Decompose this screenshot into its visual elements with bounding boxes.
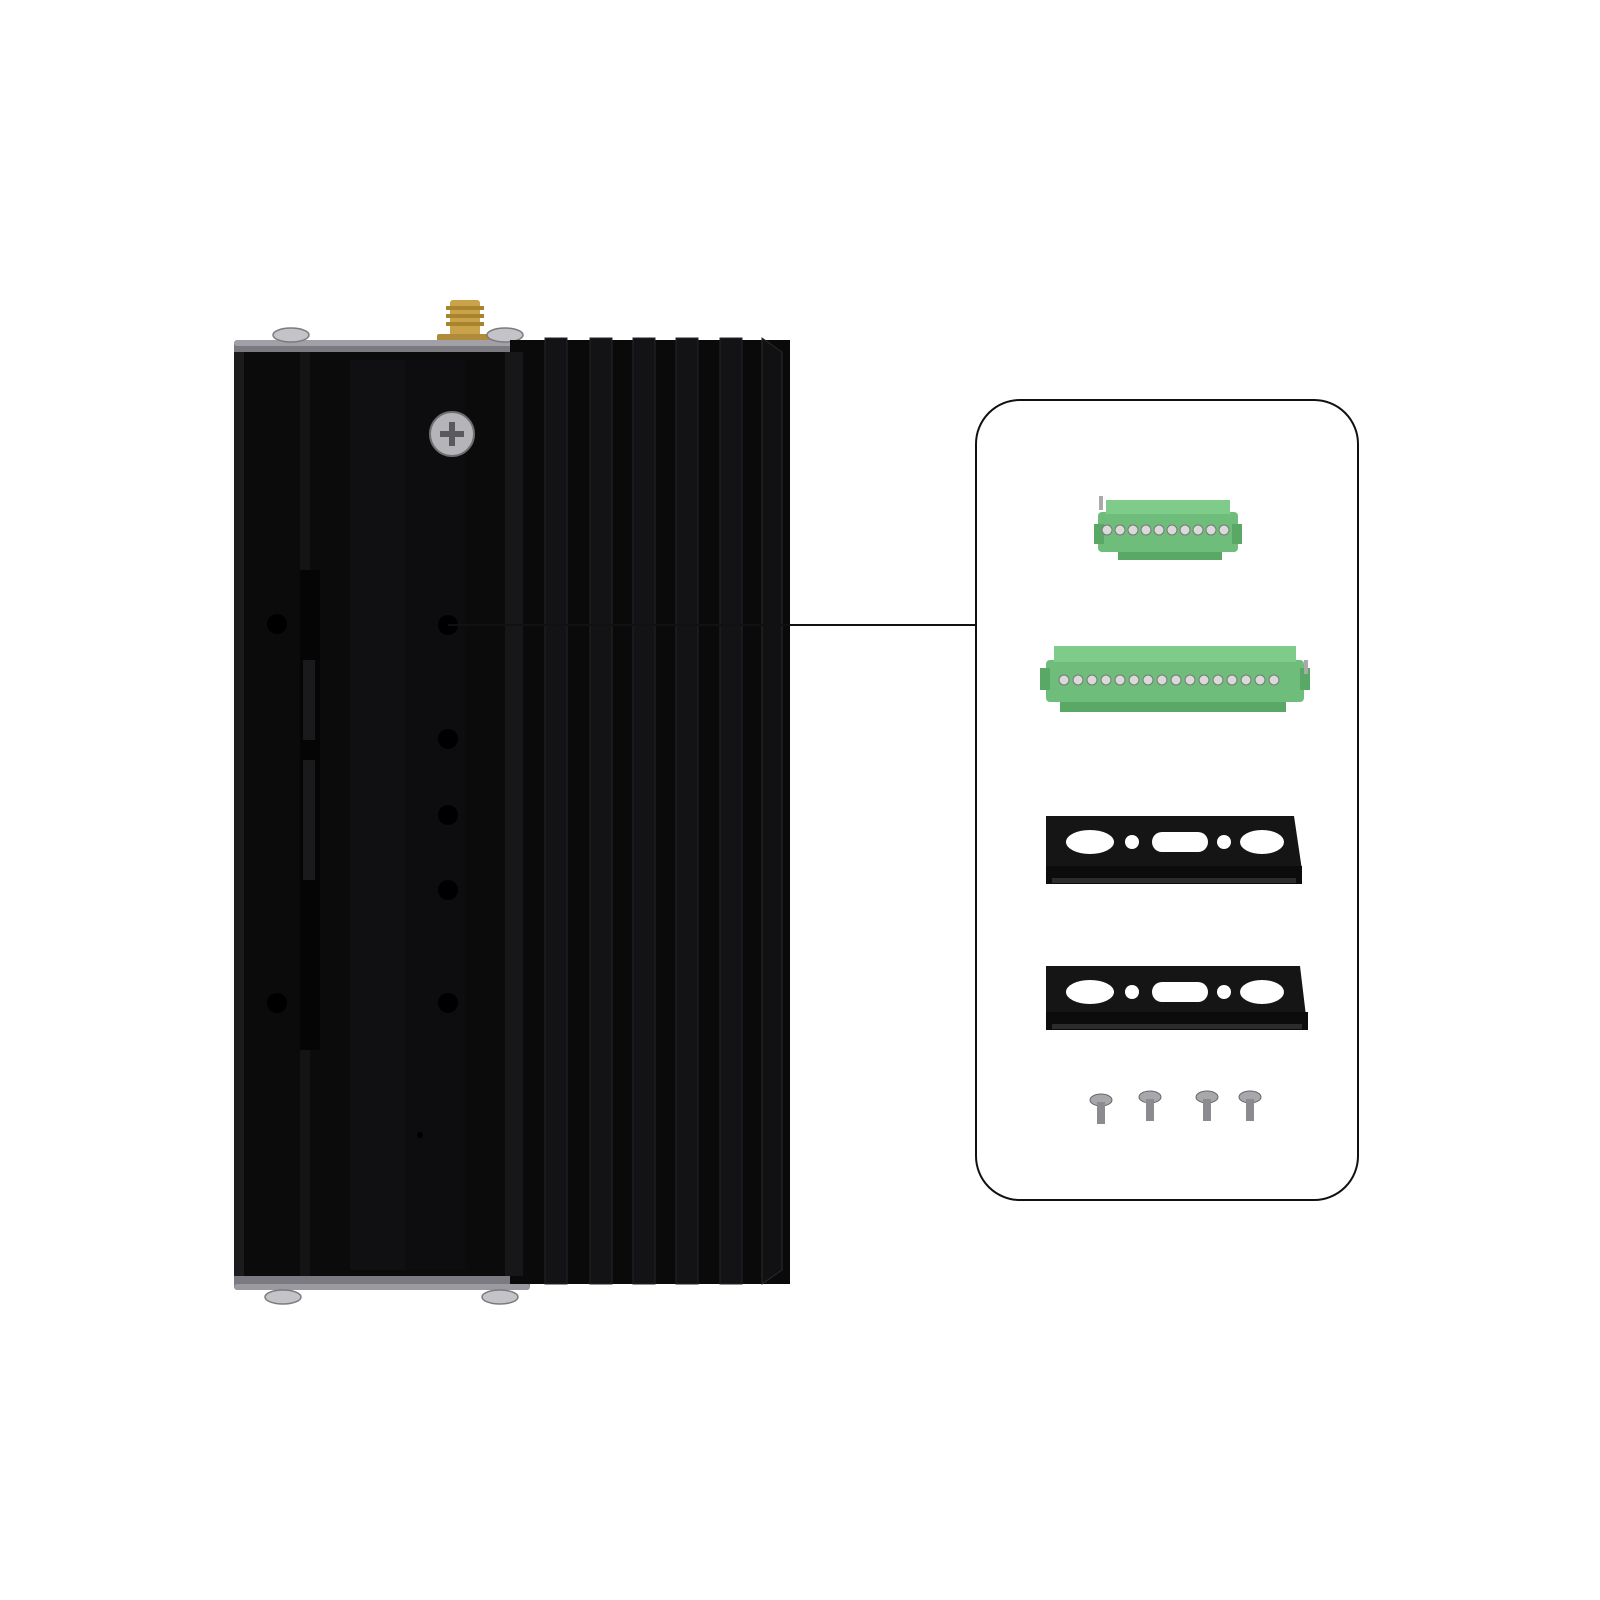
bracket-screw-icon: [486, 327, 524, 343]
screw-icon: [1195, 1090, 1219, 1121]
din-rail-bracket: [1046, 966, 1308, 1030]
accessory-panel: [975, 399, 1359, 1201]
screw-icon: [1238, 1090, 1262, 1121]
bracket-screw-icon: [264, 1289, 302, 1305]
mounting-screws: [1089, 1090, 1262, 1124]
screw-icon: [1089, 1093, 1113, 1124]
terminal-block-16-pin: [1040, 646, 1310, 712]
din-rail-bracket: [1046, 816, 1302, 884]
phillips-screw-icon: [429, 411, 475, 457]
screw-icon: [1138, 1090, 1162, 1121]
heatsink-fins: [505, 337, 790, 1285]
antenna-connector: [437, 300, 493, 344]
bracket-screw-icon: [481, 1289, 519, 1305]
terminal-block-10-pin: [1094, 496, 1242, 560]
bottom-bracket: [234, 1272, 530, 1305]
bracket-screw-icon: [272, 327, 310, 343]
gateway-device: [234, 300, 790, 1305]
